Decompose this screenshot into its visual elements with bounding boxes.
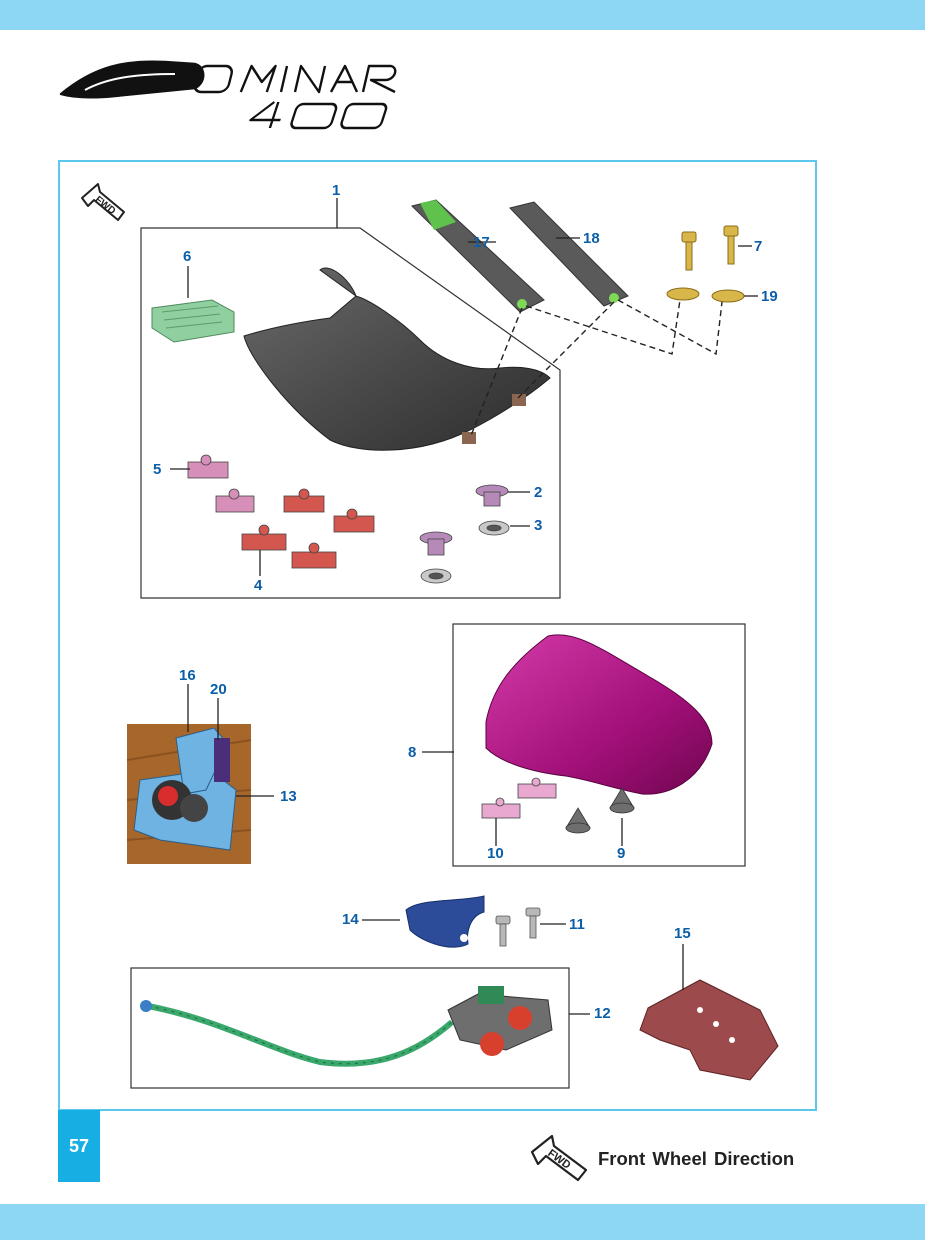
callout-4: 4: [254, 577, 263, 594]
callout-1: 1: [332, 182, 341, 199]
callout-16: 16: [179, 667, 196, 684]
callout-11: 11: [569, 916, 585, 933]
callout-10: 10: [487, 845, 504, 862]
callout-3: 3: [534, 517, 543, 534]
callout-7: 7: [754, 238, 763, 255]
callout-20: 20: [210, 681, 227, 698]
fwd-legend-arrow-icon: FWD: [530, 1134, 588, 1182]
callout-12: 12: [594, 1005, 611, 1022]
top-color-band: [0, 0, 925, 30]
callout-5: 5: [153, 461, 162, 478]
page-number: 57: [58, 1110, 100, 1182]
front-wheel-direction-label: Front Wheel Direction: [598, 1148, 795, 1169]
callout-13: 13: [280, 788, 297, 805]
callout-2: 2: [534, 484, 543, 501]
callout-18: 18: [583, 230, 600, 247]
callout-14: 14: [342, 911, 359, 928]
dominar-400-logo: [59, 60, 397, 130]
fwd-arrow-icon: FWD: [81, 183, 125, 221]
callout-6: 6: [183, 248, 192, 265]
parts-diagram-frame: [58, 160, 817, 1111]
callout-9: 9: [617, 845, 626, 862]
callout-19: 19: [761, 288, 778, 305]
callout-15: 15: [674, 925, 691, 942]
bottom-color-band: [0, 1204, 925, 1240]
callout-8: 8: [408, 744, 417, 761]
callout-17: 17: [473, 234, 490, 251]
